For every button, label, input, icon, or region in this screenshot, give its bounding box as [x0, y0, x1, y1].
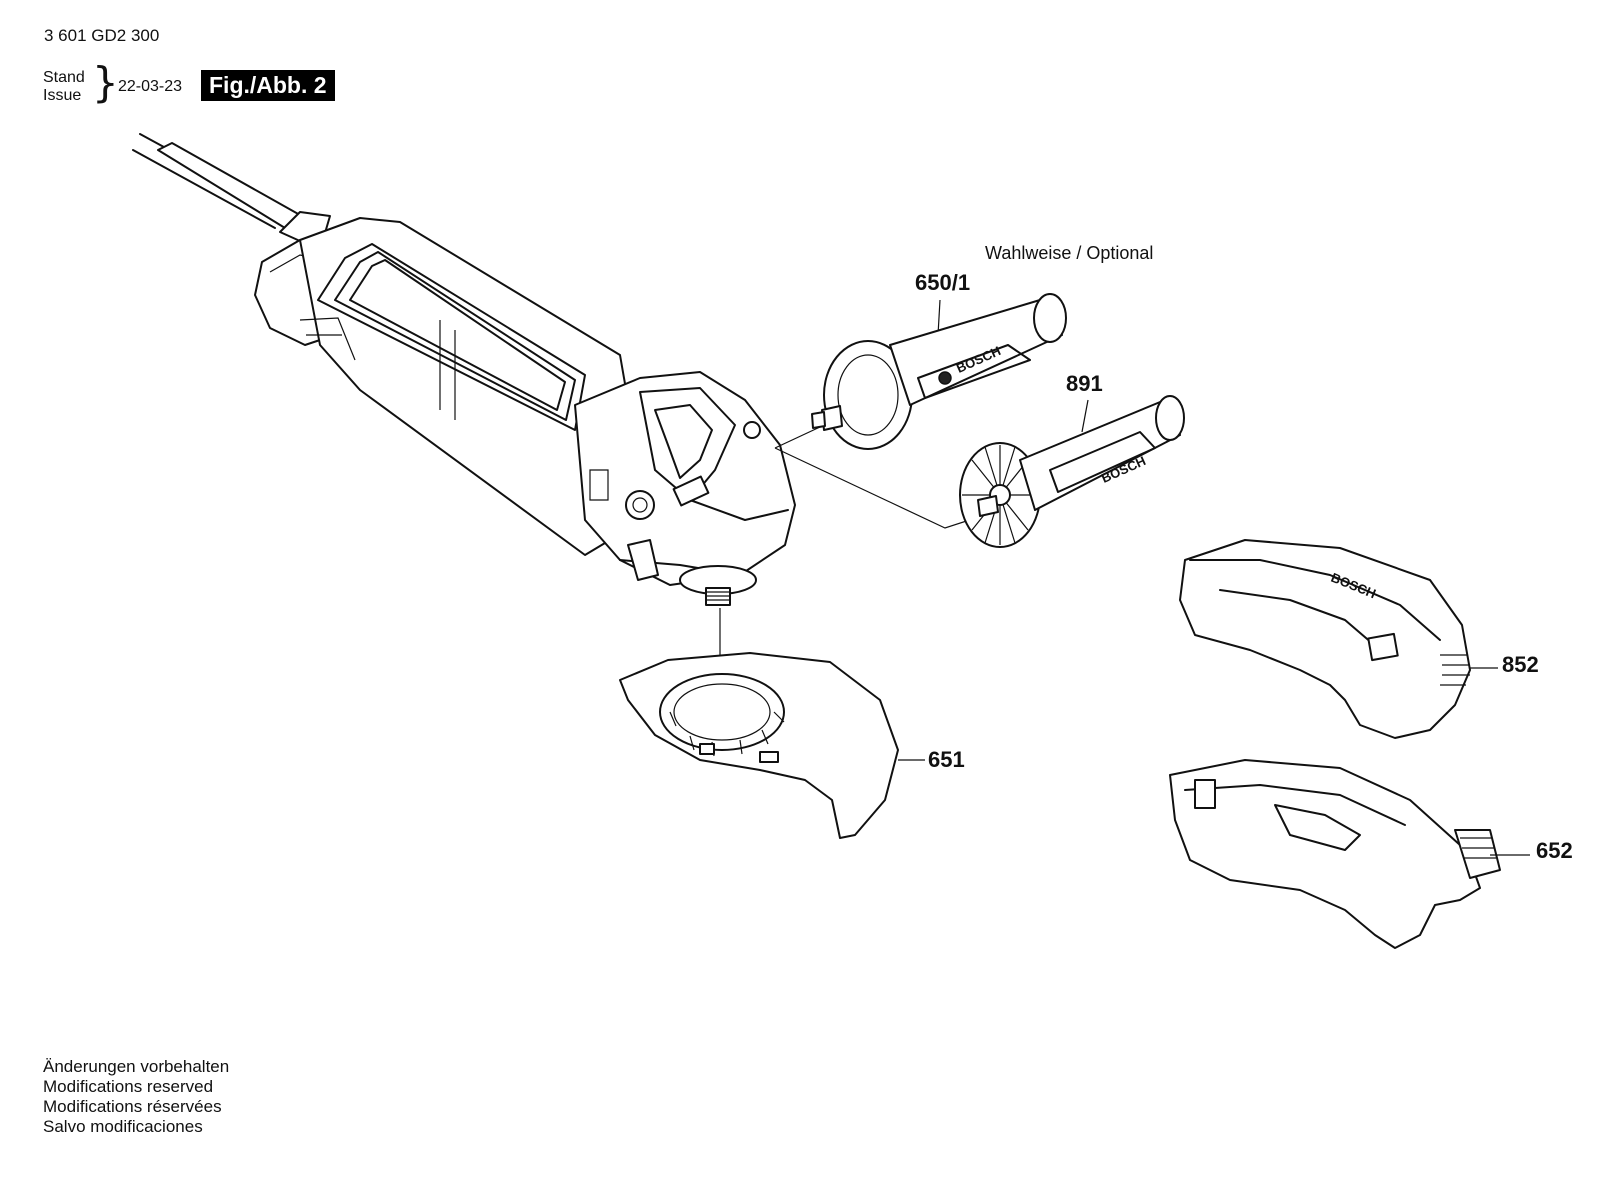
- auxiliary-handle-650-1: [811, 293, 1067, 450]
- notice-es: Salvo modificaciones: [43, 1117, 203, 1136]
- part-number-651: 651: [928, 747, 965, 772]
- wheel-guard-651: [619, 652, 925, 839]
- part-number-852: 852: [1502, 652, 1539, 677]
- issue-label: Issue: [43, 87, 82, 104]
- vibration-handle-891: [959, 395, 1185, 548]
- modifications-notice: Änderungen vorbehalten Modifications res…: [43, 1057, 229, 1137]
- notice-de: Änderungen vorbehalten: [43, 1057, 230, 1076]
- brace-glyph: }: [92, 58, 119, 107]
- cutting-guard-852: [1179, 539, 1498, 739]
- angle-grinder-body: [254, 211, 796, 606]
- part-number-652: 652: [1536, 838, 1573, 863]
- cutting-guard-652: [1169, 759, 1530, 949]
- stand-label: Stand: [43, 69, 85, 86]
- figure-badge: Fig./Abb. 2: [201, 70, 335, 101]
- document-number: 3 601 GD2 300: [44, 26, 160, 45]
- stand-issue-label: Stand Issue: [43, 69, 85, 105]
- notice-en: Modifications reserved: [43, 1077, 214, 1096]
- part-number-650-1: 650/1: [915, 270, 971, 295]
- optional-note: Wahlweise / Optional: [985, 243, 1154, 263]
- issue-date: 22-03-23: [118, 78, 183, 95]
- power-cord: [132, 133, 301, 229]
- part-number-891: 891: [1066, 371, 1103, 396]
- notice-fr: Modifications réservées: [43, 1097, 222, 1116]
